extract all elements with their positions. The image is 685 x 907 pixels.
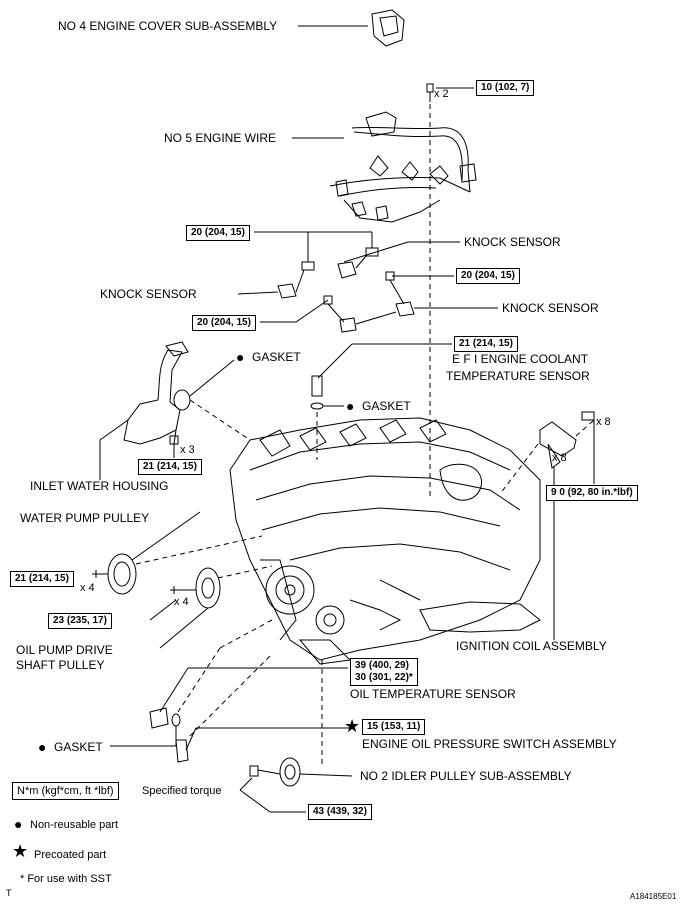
label-oil-pressure-switch: ENGINE OIL PRESSURE SWITCH ASSEMBLY	[362, 737, 617, 751]
qty-coil-bolt: x 8	[596, 416, 611, 428]
label-gasket-1: GASKET	[252, 350, 301, 364]
qty-water-pump: x 4	[80, 582, 95, 594]
non-reusable-dot-1: ●	[236, 349, 245, 365]
knock-sensor-part-a	[337, 261, 357, 279]
label-no4-engine-cover: NO 4 ENGINE COVER SUB-ASSEMBLY	[58, 19, 278, 33]
label-inlet-water-housing: INLET WATER HOUSING	[30, 479, 169, 493]
torque-water-pump: 21 (214, 15)	[10, 571, 74, 587]
torque-oil-temp-line1: 39 (400, 29)	[355, 660, 409, 671]
legend-precoated: Precoated part	[34, 849, 107, 861]
non-reusable-dot-2: ●	[346, 398, 355, 414]
torque-knock-right: 20 (204, 15)	[456, 268, 520, 284]
label-gasket-2: GASKET	[362, 399, 411, 413]
oil-temp-sensor-part	[149, 707, 169, 729]
label-knock-sensor-1: KNOCK SENSOR	[464, 235, 561, 249]
label-knock-sensor-2: KNOCK SENSOR	[100, 287, 197, 301]
non-reusable-dot-3: ●	[38, 739, 47, 755]
label-water-pump-pulley: WATER PUMP PULLEY	[20, 511, 150, 525]
engine-cover-part	[371, 9, 405, 47]
qty-cover: x 2	[434, 88, 449, 100]
torque-oil-pump: 23 (235, 17)	[48, 613, 112, 629]
torque-efi: 21 (214, 15)	[454, 336, 518, 352]
legend-unit-desc: Specified torque	[142, 785, 222, 797]
torque-oil-pressure: 15 (153, 11)	[362, 719, 426, 735]
qty-inlet: x 3	[180, 444, 195, 456]
label-no2-idler-pulley: NO 2 IDLER PULLEY SUB-ASSEMBLY	[360, 769, 572, 783]
ignition-coil-part	[539, 421, 577, 457]
label-knock-sensor-3: KNOCK SENSOR	[502, 301, 599, 315]
legend-dot: ●	[14, 816, 23, 832]
inlet-water-housing-part	[123, 349, 183, 445]
torque-cover: 10 (102, 7)	[476, 80, 535, 96]
legend-unit-box: N*m (kgf*cm, ft *lbf)	[12, 782, 119, 800]
qty-coil: x 8	[552, 452, 567, 464]
label-ignition-coil: IGNITION COIL ASSEMBLY	[456, 639, 607, 653]
torque-oil-temp: 39 (400, 29) 30 (301, 22)*	[350, 658, 418, 686]
label-oil-pump-line2: SHAFT PULLEY	[16, 658, 105, 672]
knock-sensor-part-b	[277, 283, 297, 299]
oil-pressure-switch-part	[175, 739, 189, 763]
torque-knock-mid: 20 (204, 15)	[192, 315, 256, 331]
label-gasket-3: GASKET	[54, 740, 103, 754]
label-oil-temp-sensor: OIL TEMPERATURE SENSOR	[350, 687, 516, 701]
torque-idler: 43 (439, 32)	[308, 804, 372, 820]
knock-sensor-part-c	[395, 301, 415, 317]
precoated-star-1: ★	[344, 716, 361, 736]
label-efi-line2: TEMPERATURE SENSOR	[446, 369, 590, 383]
legend-non-reusable: Non-reusable part	[30, 819, 119, 831]
legend-sst-note: * For use with SST	[20, 873, 112, 885]
qty-oil-pump: x 4	[174, 596, 189, 608]
label-efi-line1: E F I ENGINE COOLANT	[452, 352, 589, 366]
label-oil-pump-line1: OIL PUMP DRIVE	[16, 643, 113, 657]
engine-block-outline	[229, 417, 541, 665]
figure-id: A184185E01	[630, 892, 677, 901]
label-no5-engine-wire: NO 5 ENGINE WIRE	[164, 131, 277, 145]
torque-knock-left: 20 (204, 15)	[186, 225, 250, 241]
torque-inlet: 21 (214, 15)	[138, 459, 202, 475]
torque-ignition: 9 0 (92, 80 in.*lbf)	[546, 485, 638, 501]
efi-sensor-part	[311, 375, 323, 397]
legend-star: ★	[12, 841, 29, 861]
torque-oil-temp-line2: 30 (301, 22)*	[355, 672, 413, 683]
corner-mark: T	[6, 888, 12, 898]
